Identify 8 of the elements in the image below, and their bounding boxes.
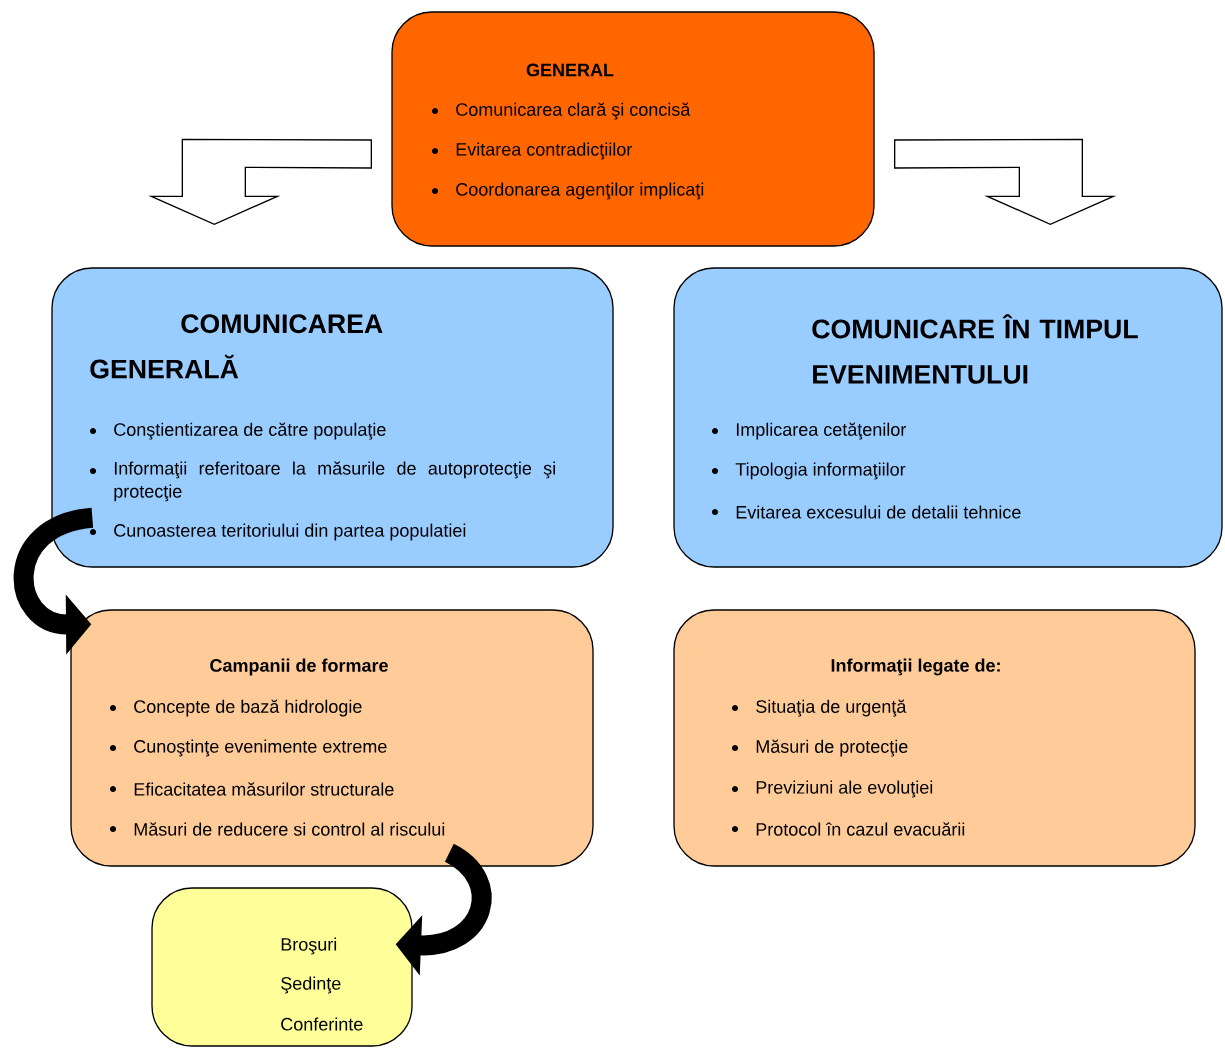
rounded-box: COMUNICAREA GENERALĂ Conştientizarea de către populaţie Informaţii referitoare la măsurile de autoprotecţie şi protecţie Cunoasterea teritoriului din partea populatiei (51, 267, 614, 568)
block-arrow (894, 138, 1117, 226)
block-arrow (148, 138, 372, 226)
rounded-box: Informaţii legate de: Situaţia de urgenţă Măsuri de protecţie Previziuni ale evoluţiei Protocol în cazul evacuării (673, 609, 1196, 867)
rounded-box: Broşuri Şedinţe Conferinte (151, 887, 413, 1047)
rounded-box: Campanii de formare Concepte de bază hidrologie Cunoştinţe evenimente extreme Eficacitatea măsurilor structurale Măsuri de reducere si control al riscului (70, 609, 594, 867)
rounded-box: GENERAL Comunicarea clară şi concisă Evitarea contradicţiilor Coordonarea agenţilor implicaţi (391, 11, 875, 247)
rounded-box: COMUNICARE ÎN TIMPUL EVENIMENTULUI Implicarea cetăţenilor Tipologia informaţiilor Evitarea excesului de detalii tehnice (673, 267, 1223, 568)
